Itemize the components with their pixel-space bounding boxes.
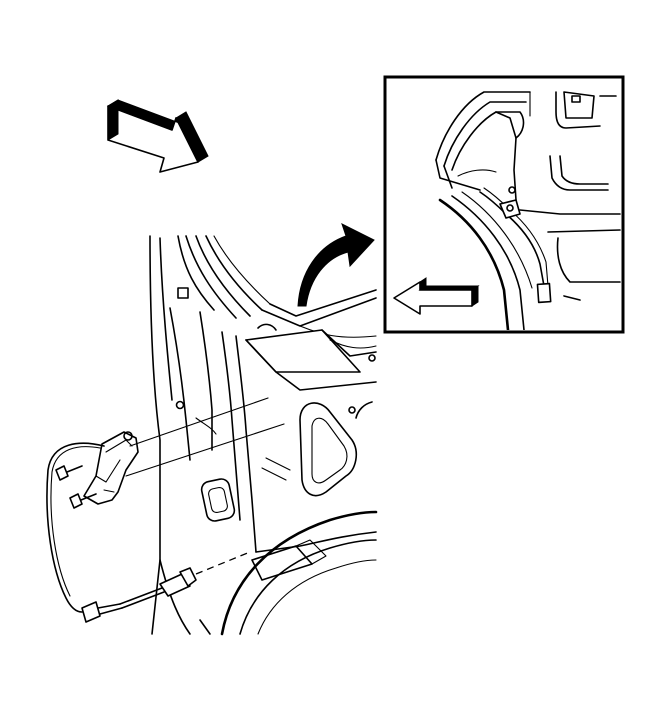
inset-wheelhouse-detail bbox=[383, 75, 625, 334]
quarter-panel-assembly bbox=[149, 235, 378, 636]
inset-direction-arrow-icon bbox=[393, 277, 480, 315]
curved-callout-arrow-icon bbox=[297, 223, 375, 307]
screw-upper bbox=[55, 465, 83, 481]
view-direction-arrow-icon bbox=[106, 99, 209, 173]
sensor-bracket-assembly bbox=[46, 397, 285, 623]
screw-lower bbox=[69, 493, 97, 509]
